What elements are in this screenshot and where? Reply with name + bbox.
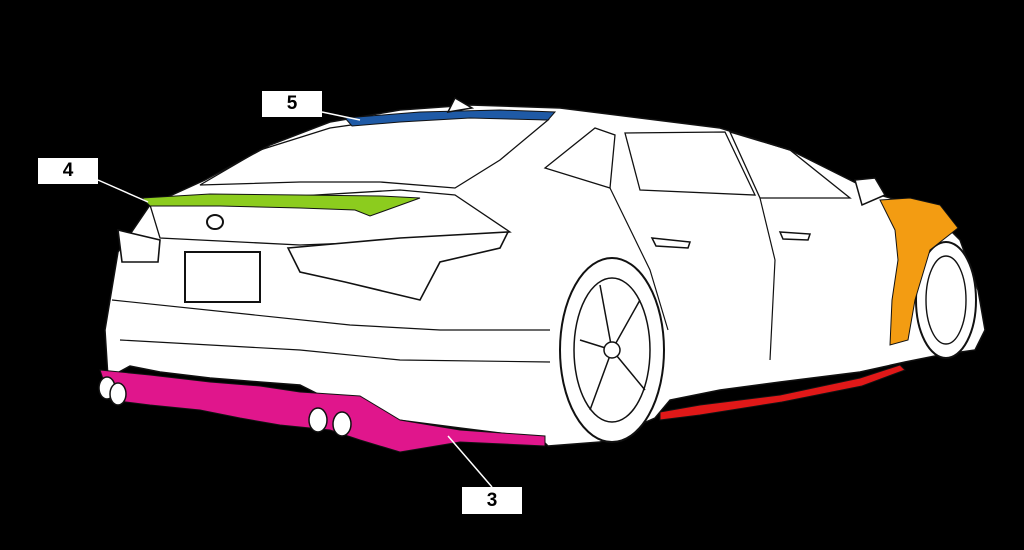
exhaust-right-1 (308, 407, 328, 433)
tail-light-left (117, 228, 161, 263)
side-window-forward (728, 130, 852, 199)
callout-4: 4 (38, 158, 98, 184)
shark-fin-antenna (446, 96, 475, 113)
door-lines (609, 187, 776, 361)
rear-bumper (111, 299, 551, 363)
callout-3: 3 (462, 487, 522, 514)
license-plate (184, 251, 261, 303)
side-skirt (659, 364, 906, 421)
leader-line-4 (97, 179, 149, 203)
trunk-spoiler (140, 193, 421, 217)
rear-wheel-hub (603, 341, 621, 359)
exhaust-right-2 (332, 411, 352, 437)
side-window-front (624, 131, 757, 196)
tail-light-right (286, 231, 510, 301)
brand-emblem (206, 214, 224, 230)
front-wheel-rim (925, 255, 967, 345)
side-window-rear (543, 127, 616, 189)
front-fender (879, 197, 959, 346)
leader-line-5 (321, 111, 361, 121)
roof-spoiler (343, 109, 557, 127)
exhaust-left-2 (109, 382, 127, 406)
callout-5: 5 (262, 91, 322, 117)
rear-wheel-rim (573, 277, 651, 423)
leader-line-3 (447, 435, 493, 488)
side-mirror (854, 177, 887, 207)
rear-wheel-spokes (579, 284, 646, 411)
door-handle-rear (650, 237, 692, 249)
door-handle-front (778, 231, 812, 241)
